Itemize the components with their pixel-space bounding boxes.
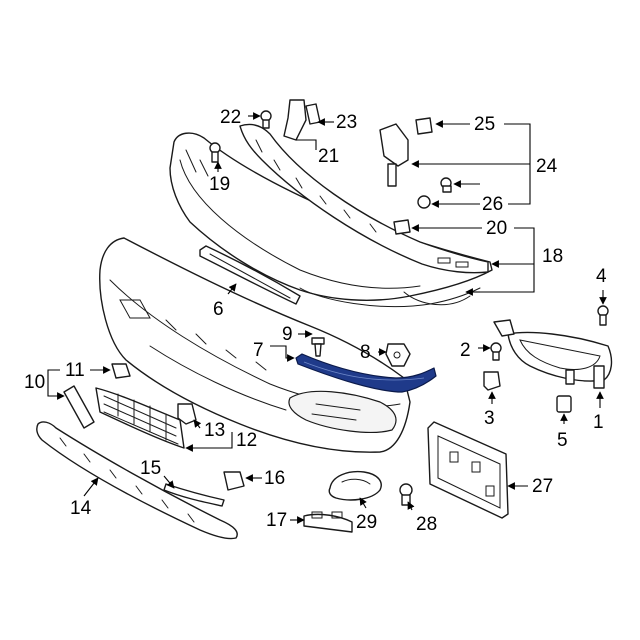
callout-1: 1 — [593, 412, 604, 433]
callout-15: 15 — [140, 458, 161, 479]
part-clip-11 — [111, 363, 131, 379]
callout-19: 19 — [209, 174, 230, 195]
part-lower-grille — [95, 387, 185, 449]
callout-11: 11 — [65, 360, 85, 381]
callout-14: 14 — [70, 498, 92, 519]
part-lower-valance — [36, 421, 238, 540]
part-bumper-lower-body — [99, 237, 411, 453]
part-clip-3 — [483, 371, 501, 391]
callout-24: 24 — [536, 156, 558, 177]
callout-2: 2 — [460, 340, 471, 361]
part-bracket-21 — [283, 99, 307, 141]
callout-10: 10 — [24, 372, 45, 393]
part-clip-20 — [393, 219, 411, 235]
part-air-deflector — [199, 245, 301, 305]
callout-28: 28 — [416, 514, 437, 535]
part-screw-9 — [311, 337, 325, 357]
part-bolt-28 — [399, 483, 413, 506]
part-clip-25 — [415, 117, 433, 135]
part-bracket-13 — [177, 403, 197, 425]
callout-20: 20 — [486, 218, 507, 239]
callout-29: 29 — [356, 512, 377, 533]
part-strip-15 — [163, 483, 225, 507]
callout-6: 6 — [213, 299, 224, 320]
part-bracket-24 — [379, 123, 409, 187]
part-bumper-upper-strip — [239, 123, 489, 274]
part-bumper-reinforcement-highlighted — [295, 353, 437, 393]
part-clip-16 — [223, 471, 245, 491]
callout-7: 7 — [253, 340, 264, 361]
callout-13: 13 — [204, 420, 225, 441]
part-screw-22 — [260, 110, 272, 129]
part-screw-19 — [209, 142, 221, 163]
callout-12: 12 — [236, 430, 257, 451]
callout-23: 23 — [336, 112, 357, 133]
callout-22: 22 — [220, 107, 241, 128]
callout-21: 21 — [318, 146, 339, 167]
part-bracket-17 — [303, 511, 353, 533]
callout-16: 16 — [264, 468, 285, 489]
callout-18: 18 — [542, 246, 563, 267]
callout-27: 27 — [532, 476, 553, 497]
part-tow-cover-10 — [63, 385, 95, 429]
callout-26: 26 — [482, 194, 503, 215]
callout-9: 9 — [282, 324, 293, 345]
part-bolt-2 — [490, 342, 502, 361]
callout-25: 25 — [474, 114, 495, 135]
callout-5: 5 — [557, 430, 568, 451]
callout-8: 8 — [360, 342, 371, 363]
part-fog-lamp-bezel — [493, 319, 613, 389]
callout-17: 17 — [266, 510, 287, 531]
callout-3: 3 — [484, 408, 495, 429]
part-screw-4 — [597, 305, 609, 326]
callout-4: 4 — [596, 266, 607, 287]
part-clip-23 — [305, 103, 321, 125]
part-tow-hook-29 — [328, 470, 382, 501]
part-license-plate-bracket — [427, 421, 509, 519]
part-plug-5 — [556, 395, 572, 413]
part-bracket-8 — [385, 343, 411, 367]
part-bolt-26 — [417, 177, 452, 209]
